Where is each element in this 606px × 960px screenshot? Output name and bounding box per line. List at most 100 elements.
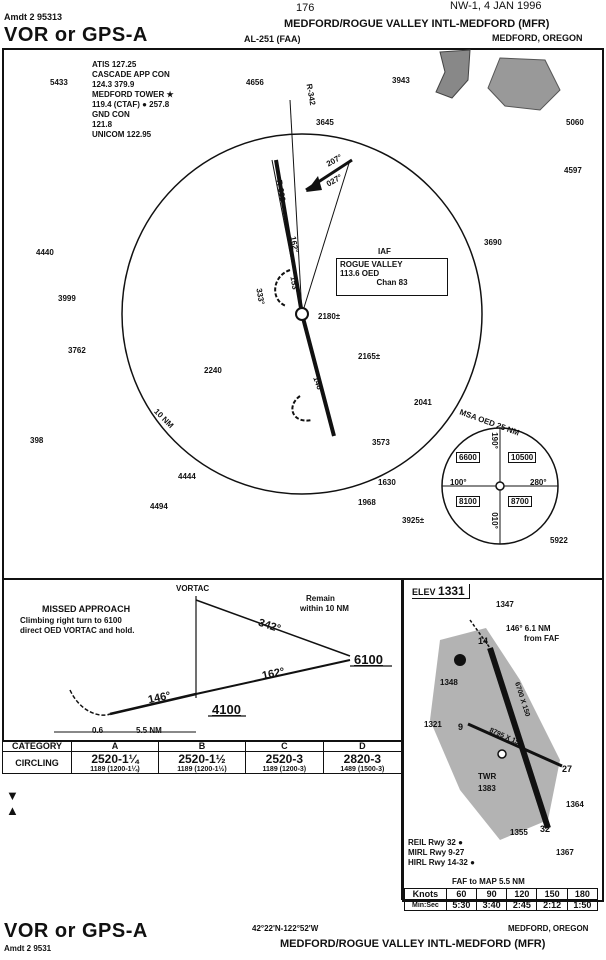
radial-342	[289, 99, 303, 315]
elev-label: ELEV	[412, 587, 436, 597]
missed-title: MISSED APPROACH	[42, 604, 131, 614]
msa-sector-value: 6600	[456, 452, 480, 463]
faf-map-table: Knots 60 90 120 150 180 Min:Sec 5:30 3:4…	[404, 888, 599, 911]
altitude-6100: 6100	[354, 652, 383, 667]
msa-bearing: 100°	[450, 478, 467, 487]
runway-14-32	[487, 647, 551, 829]
msa-sector-value: 10500	[508, 452, 537, 463]
airport-name: MEDFORD/ROGUE VALLEY INTL-MEDFORD (MFR)	[284, 18, 550, 30]
arrow-207-head	[306, 176, 322, 192]
table-row: CATEGORY A B C D	[2, 740, 403, 752]
time-label: Min:Sec	[404, 899, 447, 911]
approach-freq: 124.3 379.9	[92, 80, 135, 89]
spot-elevation: 3690	[484, 238, 502, 247]
distance-55: 5.5 NM	[136, 726, 162, 735]
spot-elevation: 1968	[358, 498, 376, 507]
lighting-mirl: MIRL Rwy 9-27	[408, 848, 465, 857]
terrain-shade	[430, 628, 560, 840]
table-row: Min:Sec 5:30 3:40 2:45 2:12 1:50	[404, 899, 599, 911]
footer-airport-name: MEDFORD/ROGUE VALLEY INTL-MEDFORD (MFR)	[280, 938, 546, 950]
chart-id: AL-251 (FAA)	[244, 34, 301, 44]
elev-value: 1331	[438, 584, 465, 598]
radial-027	[301, 159, 351, 315]
minima-sub: 1489 (1500-3)	[340, 766, 385, 773]
airport-spot: 1348	[440, 678, 458, 687]
spot-elevation: 5922	[550, 536, 568, 545]
knots-cell: 120	[506, 888, 538, 900]
beacon-icon	[454, 654, 466, 666]
minima-main: 2520-3	[265, 752, 304, 766]
tower-icon	[497, 749, 507, 759]
spot-elevation: 2041	[414, 398, 432, 407]
course-146-line	[300, 313, 336, 437]
runway-14-label: 14	[478, 636, 489, 646]
time-cell: 2:45	[506, 899, 538, 911]
airport-spot: 1367	[556, 848, 574, 857]
tower-elev: 1383	[478, 784, 496, 793]
missed-text-line2: direct OED VORTAC and hold.	[20, 626, 135, 635]
faf-map-title: FAF to MAP 5.5 NM	[452, 877, 525, 886]
spot-elevation: 3999	[58, 294, 76, 303]
remain-line1: Remain	[306, 594, 335, 603]
outbound-342	[195, 599, 351, 657]
spot-elevation: 4597	[564, 166, 582, 175]
spot-elevation: 2240	[204, 366, 222, 375]
faf-note: from FAF	[524, 634, 560, 643]
ground-control: GND CON	[92, 110, 130, 119]
spot-elevation: 3762	[68, 346, 86, 355]
spot-elevation: 4444	[178, 472, 196, 481]
msa-sector-value: 8100	[456, 496, 480, 507]
missed-approach-path	[69, 689, 111, 716]
missed-holding	[291, 395, 313, 422]
airport-spot: 1347	[496, 600, 514, 609]
msa-bearing: 280°	[530, 478, 547, 487]
navaid-name: ROGUE VALLEY	[340, 260, 403, 269]
airport-spot: 1355	[510, 828, 528, 837]
atis-freq: ATIS 127.25	[92, 60, 137, 69]
unicom-freq: UNICOM 122.95	[92, 130, 152, 139]
altitude-4100: 4100	[212, 702, 241, 717]
spot-elevation: 4494	[150, 502, 168, 511]
footer-coordinates: 42°22'N-122°52'W	[252, 924, 319, 933]
vortac-label: VORTAC	[176, 584, 210, 593]
spot-elevation: 2165±	[358, 352, 381, 361]
spot-elevation: 398	[30, 436, 44, 445]
procedure-turn	[274, 269, 291, 307]
lighting-notes: REIL Rwy 32 ● MIRL Rwy 9-27 HIRL Rwy 14-…	[408, 838, 475, 868]
distance-06: 0.6	[92, 726, 104, 735]
knots-cell: 180	[566, 888, 599, 900]
course-162-line	[274, 159, 304, 315]
tower-label: MEDFORD TOWER ★	[92, 90, 174, 99]
spot-elevation: 1630	[378, 478, 396, 487]
spot-elevation: 3645	[316, 118, 334, 127]
footer-city: MEDFORD, OREGON	[508, 924, 589, 933]
runway-27-label: 27	[562, 764, 573, 774]
alternate-symbol-icon: ▼▲	[6, 788, 19, 818]
minima-main: 2520-1½	[178, 752, 226, 766]
city-state: MEDFORD, OREGON	[492, 33, 583, 43]
vor-symbol	[295, 307, 309, 321]
lake-1	[435, 49, 471, 99]
footer-amendment: Amdt 2 9531	[4, 944, 52, 953]
lighting-reil: REIL Rwy 32 ●	[408, 838, 463, 847]
navaid-box: ROGUE VALLEY 113.6 OED Chan 83	[336, 258, 448, 296]
spot-elevation: 3925±	[402, 516, 425, 525]
knots-label: Knots	[404, 888, 447, 900]
spot-elevation: 5433	[50, 78, 68, 87]
minima-sub: 1189 (1200-3)	[262, 766, 307, 773]
navaid-freq: 113.6 OED	[340, 269, 380, 278]
table-row: Knots 60 90 120 150 180	[404, 888, 599, 900]
airport-spot: 1364	[566, 800, 584, 809]
airport-elevation: ELEV 1331	[412, 584, 470, 599]
spot-elevation: 3943	[392, 76, 410, 85]
minima-sub: 1189 (1200-1¼)	[90, 766, 140, 773]
runway-9-27	[467, 722, 563, 768]
